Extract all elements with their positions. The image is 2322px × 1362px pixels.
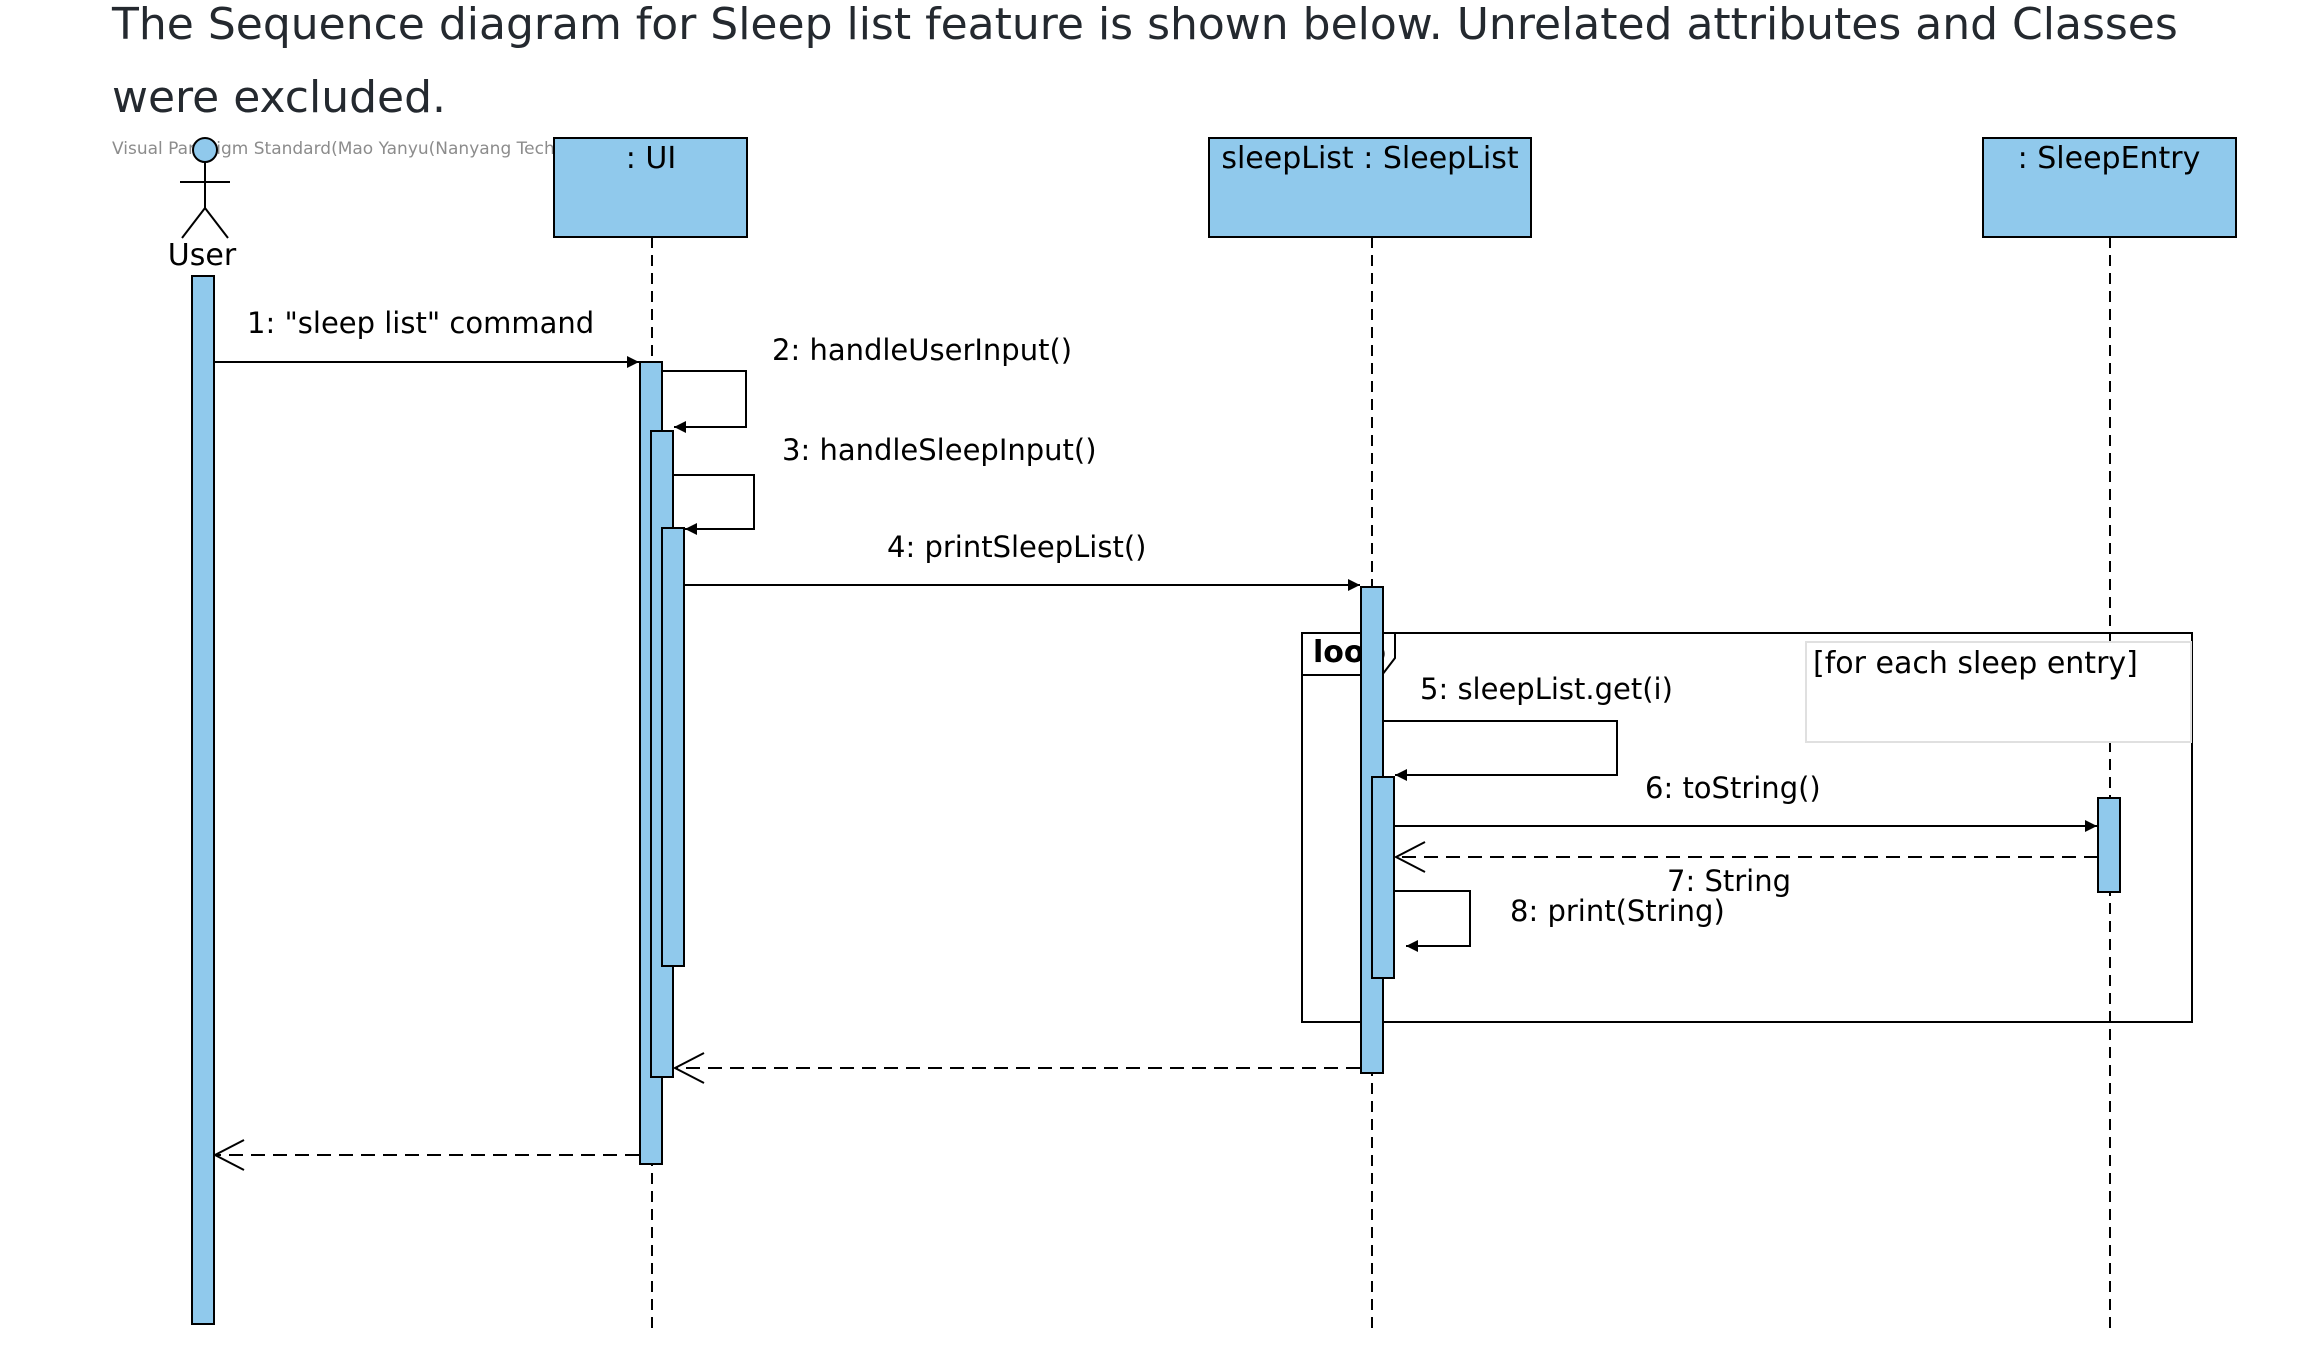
activation-user [191,275,215,1325]
lifeline-sleepentry-label: : SleepEntry [2018,141,2201,176]
message-8-arrow [1394,890,1471,952]
lifeline-ui-box: : UI [553,137,748,238]
activation-ui-3 [661,527,685,967]
loop-guard-box [1805,641,2192,743]
return-user-arrowhead [212,1139,245,1171]
document-paragraph: The Sequence diagram for Sleep list feat… [112,0,2178,123]
message-5-arrow [1383,720,1618,781]
message-5-label: 5: sleepList.get(i) [1420,672,1673,706]
message-2-label: 2: handleUserInput() [772,333,1072,367]
loop-guard-label: [for each sleep entry] [1813,646,2138,681]
return-printsleeplist-arrowhead [672,1052,705,1084]
activation-sleepentry [2097,797,2121,893]
message-4-label: 4: printSleepList() [887,530,1146,564]
message-2-arrow [662,370,747,433]
message-7-label: 7: String [1667,864,1791,898]
message-3-arrow [673,474,755,535]
message-3-label: 3: handleSleepInput() [782,433,1097,467]
lifeline-sleeplist-box: sleepList : SleepList [1208,137,1532,238]
lifeline-sleeplist-label: sleepList : SleepList [1221,141,1519,176]
message-8-label: 8: print(String) [1510,894,1725,928]
lifeline-sleepentry-box: : SleepEntry [1982,137,2237,238]
actor-user-label: User [168,238,237,273]
message-7-arrowhead [1393,841,1426,873]
activation-sleeplist-2 [1371,776,1395,979]
message-6-label: 6: toString() [1645,771,1821,805]
actor-user-icon [180,137,230,239]
message-1-label: 1: "sleep list" command [247,306,594,340]
lifeline-ui-label: : UI [626,141,676,176]
loop-fragment: loop [for each sleep entry] [1301,632,2193,1023]
